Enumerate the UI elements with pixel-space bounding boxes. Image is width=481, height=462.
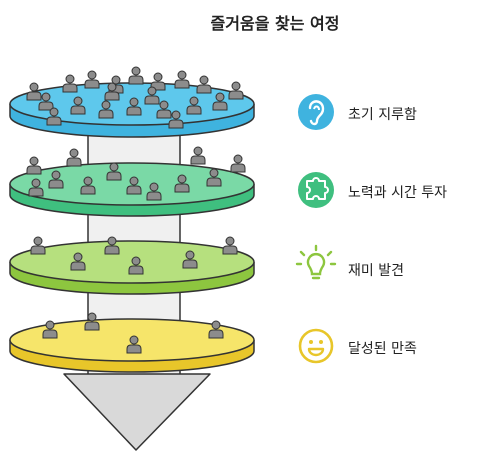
person-icon	[128, 66, 144, 85]
person-icon	[190, 146, 206, 165]
person-icon	[174, 174, 190, 193]
diagram-title: 즐거움을 찾는 여정	[210, 14, 340, 33]
person-icon	[228, 81, 244, 100]
person-icon	[104, 82, 120, 101]
person-icon	[62, 74, 78, 93]
person-icon	[126, 176, 142, 195]
person-icon	[174, 70, 190, 89]
person-icon	[230, 154, 246, 173]
person-icon	[126, 335, 142, 354]
person-icon	[84, 70, 100, 89]
person-icon	[66, 148, 82, 167]
level-disc-4	[9, 318, 255, 373]
person-icon	[222, 236, 238, 255]
person-icon	[38, 92, 54, 111]
level-label-2: 노력과 시간 투자	[348, 185, 448, 201]
person-icon	[126, 97, 142, 116]
level-label-1: 초기 지루함	[348, 107, 417, 123]
level-label-4: 달성된 만족	[348, 341, 417, 357]
person-icon	[106, 162, 122, 181]
person-icon	[212, 92, 228, 111]
person-icon	[70, 252, 86, 271]
person-icon	[26, 82, 42, 101]
person-icon	[128, 256, 144, 275]
downward-arrow	[63, 373, 211, 451]
person-icon	[208, 320, 224, 339]
person-icon	[156, 100, 172, 119]
puzzle-icon	[298, 172, 334, 208]
person-icon	[80, 176, 96, 195]
ear-icon	[298, 94, 334, 130]
person-icon	[48, 170, 64, 189]
person-icon	[168, 110, 184, 129]
person-icon	[26, 156, 42, 175]
person-icon	[182, 250, 198, 269]
lightbulb-icon	[295, 244, 337, 280]
person-icon	[146, 182, 162, 201]
person-icon	[30, 236, 46, 255]
person-icon	[144, 86, 160, 105]
smiley-icon	[298, 328, 334, 364]
person-icon	[104, 236, 120, 255]
person-icon	[46, 107, 62, 126]
person-icon	[206, 168, 222, 187]
people-layer	[26, 66, 246, 354]
person-icon	[98, 100, 114, 119]
person-icon	[70, 96, 86, 115]
person-icon	[186, 96, 202, 115]
person-icon	[196, 75, 212, 94]
person-icon	[28, 178, 44, 197]
level-label-3: 재미 발견	[348, 263, 404, 279]
person-icon	[84, 312, 100, 331]
person-icon	[42, 320, 58, 339]
